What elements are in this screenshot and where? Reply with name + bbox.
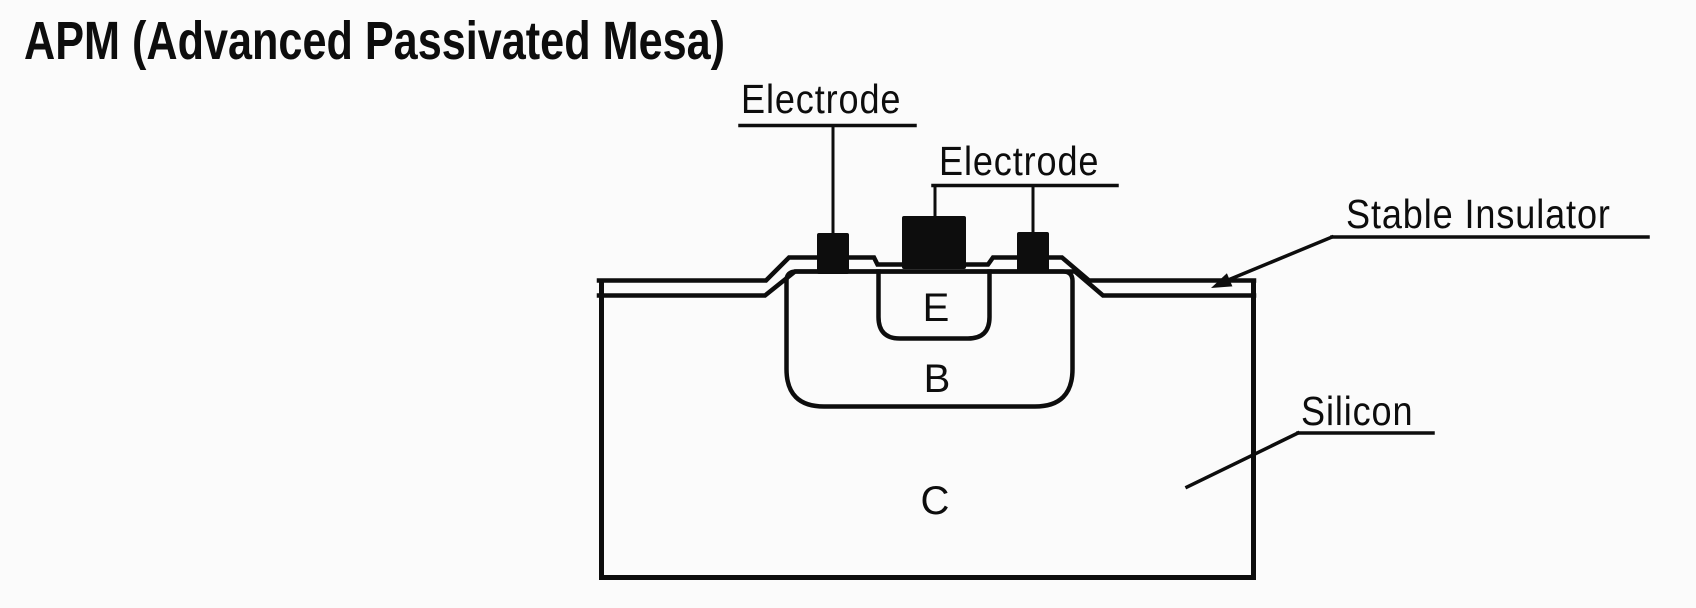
base-region-outline bbox=[784, 269, 1075, 409]
electrode-contact-left bbox=[817, 233, 849, 274]
base-region-label: B bbox=[923, 357, 951, 401]
stable-insulator-label: Stable Insulator bbox=[1346, 191, 1611, 237]
collector-region-label: C bbox=[920, 479, 950, 523]
electrode-left-label: Electrode bbox=[741, 76, 902, 122]
electrode-contact-right bbox=[1017, 232, 1049, 273]
silicon-label: Silicon bbox=[1301, 388, 1414, 434]
electrode-center-label: Electrode bbox=[939, 138, 1100, 184]
electrode-contact-center bbox=[902, 216, 966, 269]
silicon-body-outline bbox=[599, 279, 1256, 580]
emitter-region-outline bbox=[876, 269, 992, 341]
silicon-leader-line bbox=[1184, 430, 1301, 490]
diagram-title: APM (Advanced Passivated Mesa) bbox=[24, 11, 726, 71]
emitter-region-label: E bbox=[922, 286, 950, 330]
stable-insulator-leader-line bbox=[1224, 234, 1335, 283]
leader-arrowhead-icon bbox=[1211, 273, 1233, 288]
